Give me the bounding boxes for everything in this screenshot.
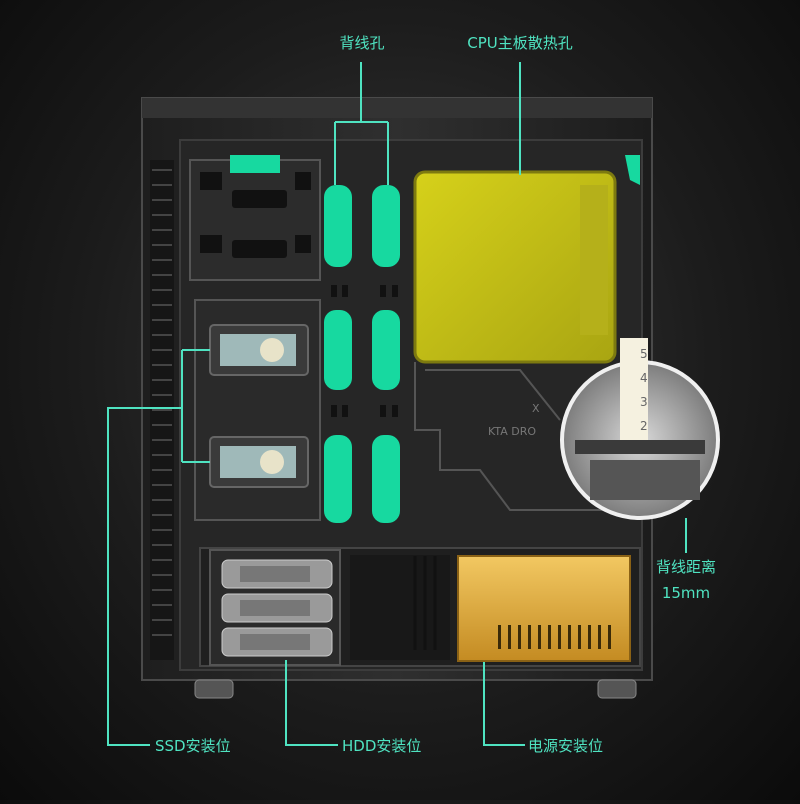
hdd-cage: [209, 549, 341, 666]
ruler-mark: 2: [640, 419, 648, 433]
label-hdd-mount: HDD安装位: [342, 737, 422, 755]
label-cpu-cutout: CPU主板散热孔: [467, 34, 573, 52]
hdd-drive-1: [221, 559, 333, 589]
hdd-drive-2: [221, 593, 333, 623]
ssd-tray-upper: [209, 324, 309, 376]
label-cable-clearance: 背线距离: [655, 558, 716, 576]
cable-tie-points: [331, 285, 398, 417]
power-supply: [457, 555, 631, 662]
label-ssd-mount: SSD安装位: [155, 737, 231, 755]
zoom-detail-circle: [560, 338, 720, 520]
ruler-marks: 2 3 4 5: [640, 347, 648, 433]
cable-grommets: [324, 185, 400, 523]
hdd-drive-3: [221, 627, 333, 657]
cpu-cutout-window: [413, 170, 617, 364]
top-clip: [625, 155, 640, 185]
label-psu-mount: 电源安装位: [528, 737, 604, 755]
label-cable-holes: 背线孔: [339, 34, 385, 52]
case-feet: [194, 679, 637, 699]
callout-lines: [107, 62, 687, 746]
side-vent-grille: [150, 160, 174, 660]
label-cable-clearance-value: 15mm: [661, 584, 711, 602]
ruler-mark: 4: [640, 371, 648, 385]
ruler-mark: 5: [640, 347, 648, 361]
ruler-mark: 3: [640, 395, 648, 409]
panel-brand-text-2: X: [532, 402, 540, 415]
ssd-tray-lower: [209, 436, 309, 488]
panel-brand-text: KTA DRO: [488, 425, 536, 438]
